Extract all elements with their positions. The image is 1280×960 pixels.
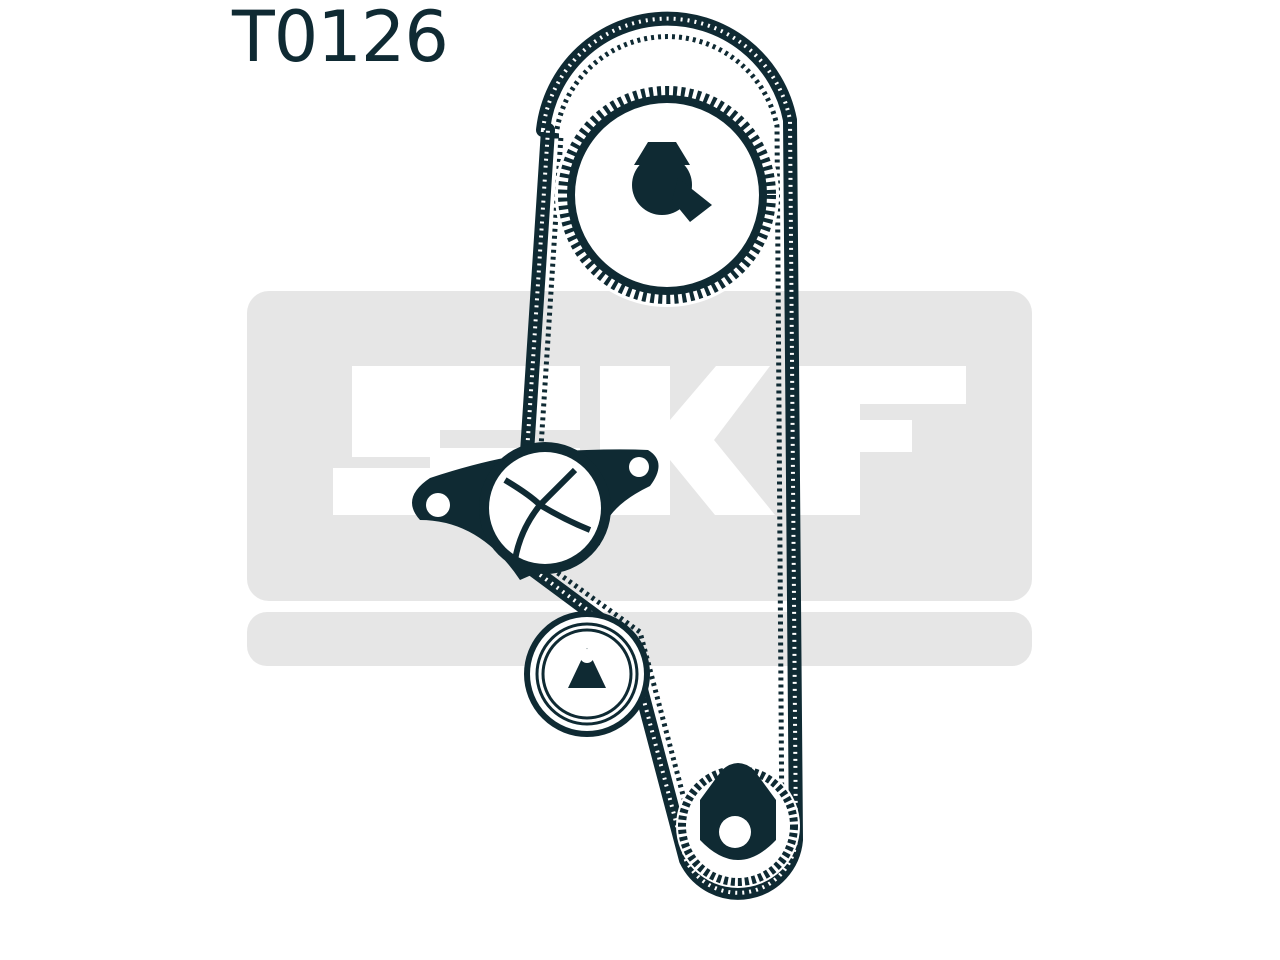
toothed-belt-icon (513, 11, 803, 900)
part-code-title: T0126 (232, 0, 449, 78)
skf-watermark-logo (247, 291, 1032, 666)
toothed-sprocket-icon (555, 83, 779, 307)
eccentric-tensioner-icon (412, 442, 659, 580)
idler-pulley-icon (524, 611, 650, 737)
crank-sprocket-icon (676, 763, 800, 888)
